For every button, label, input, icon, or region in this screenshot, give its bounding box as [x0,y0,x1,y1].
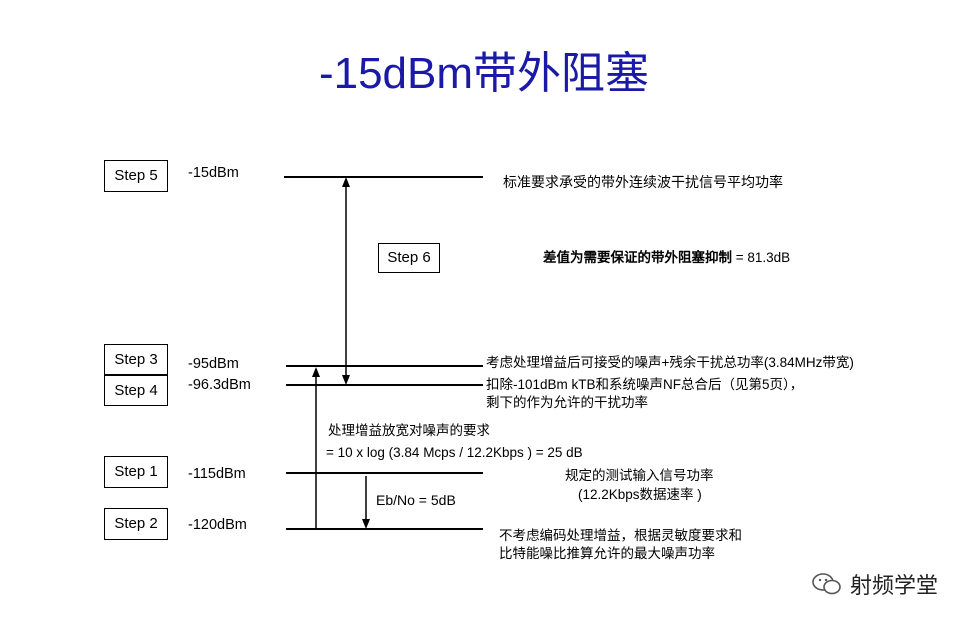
annotation-minus120-line2: 比特能噪比推算允许的最大噪声功率 [499,546,715,561]
watermark-text: 射频学堂 [849,573,938,598]
annotation-minus120-line1: 不考虑编码处理增益，根据灵敏度要求和 [499,528,742,543]
annotation-minus115-line1: 规定的测试输入信号功率 [565,468,714,483]
level-label-minus120: -120dBm [188,517,247,533]
watermark: 射频学堂 [812,568,938,600]
annotation-minus95: 考虑处理增益后可接受的噪声+残余干扰总功率(3.84MHz带宽) [486,355,854,370]
processing-gain-text: 处理增益放宽对噪声的要求 [328,423,490,438]
processing-gain-formula: = 10 x log (3.84 Mcps / 12.2Kbps ) = 25 … [326,445,583,460]
annotation-minus96-3-line1: 扣除-101dBm kTB和系统噪声NF总合后（见第5页）， [486,377,804,392]
blocking-rejection-label: 差值为需要保证的带外阻塞抑制 [543,250,732,265]
step2-box: Step 2 [104,508,168,540]
page-title: -15dBm带外阻塞 [318,49,650,98]
step6-box: Step 6 [378,243,440,273]
blocking-rejection-value: = 81.3dB [732,250,791,265]
ebno-label: Eb/No = 5dB [376,492,456,508]
level-label-minus115: -115dBm [188,466,246,482]
blocking-rejection-note: 差值为需要保证的带外阻塞抑制 = 81.3dB [543,249,790,267]
annotation-minus115-line2: (12.2Kbps数据速率 ) [578,487,702,502]
level-label-minus95: -95dBm [188,356,239,372]
wechat-icon [812,573,841,595]
step4-box: Step 4 [104,375,168,406]
level-label-minus96-3: -96.3dBm [188,377,251,393]
annotation-minus96-3-line2: 剩下的作为允许的干扰功率 [486,395,648,410]
step1-box: Step 1 [104,456,168,488]
step5-box: Step 5 [104,160,168,192]
step3-box: Step 3 [104,344,168,375]
annotation-minus15: 标准要求承受的带外连续波干扰信号平均功率 [503,174,783,190]
level-label-minus15: -15dBm [188,165,239,181]
